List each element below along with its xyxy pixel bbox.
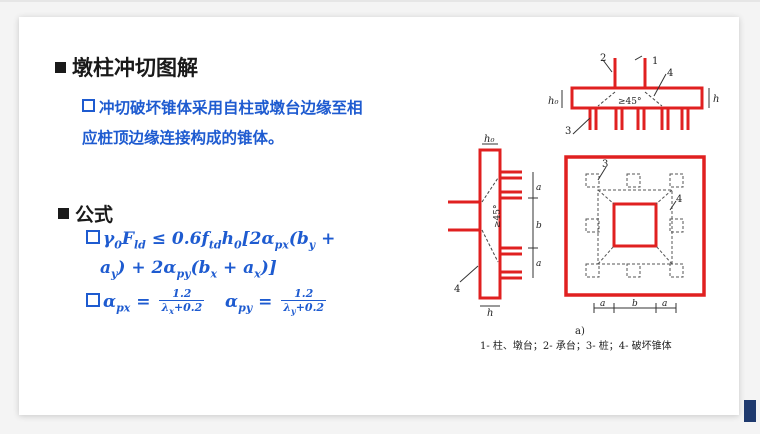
- description-line-1: 冲切破坏锥体采用自柱或墩台边缘至相: [99, 99, 363, 117]
- top-elevation-view: [570, 58, 704, 130]
- description-line-2: 应桩顶边缘连接构成的锥体。: [82, 129, 284, 147]
- top-dimension-lines: [561, 55, 710, 135]
- callout-4-top: 4: [667, 68, 673, 79]
- formula-1-line-1: γ0Fld ≤ 0.6ftdh0[2αpx(by +: [86, 229, 335, 251]
- dim-h-side: h: [487, 308, 493, 319]
- slide-title: 墩柱冲切图解: [72, 56, 198, 80]
- callout-3-plan: 3: [602, 159, 608, 170]
- dim-ax-1: a: [600, 299, 605, 309]
- formula-1-line-2-text: ay) + 2αpy(bx + ax)]: [100, 258, 277, 281]
- formula-heading: 公式: [75, 204, 114, 226]
- dim-ax-2: a: [662, 299, 667, 309]
- slide-title-row: 墩柱冲切图解: [55, 52, 198, 82]
- side-section-view: [448, 148, 522, 300]
- hollow-square-bullet-icon: [86, 293, 100, 308]
- hollow-square-bullet-icon: [86, 230, 100, 244]
- square-bullet-icon: [58, 208, 69, 219]
- formula-1-line-1-text: γ0Fld ≤ 0.6ftdh0[2αpx(by +: [103, 229, 336, 252]
- dim-by: b: [536, 221, 542, 231]
- figure-caption: 1- 柱、墩台；2- 承台；3- 桩；4- 破坏锥体: [480, 339, 672, 352]
- callout-3-top: 3: [565, 126, 571, 137]
- top-divider: [0, 0, 760, 2]
- angle-label-side: ≥45°: [493, 205, 503, 229]
- callout-1-top: 1: [652, 56, 658, 67]
- callout-4-plan: 4: [676, 194, 682, 205]
- callout-2-top: 2: [600, 53, 606, 64]
- side-dimension-lines: [459, 143, 538, 307]
- top-failure-cone-lines: [597, 91, 663, 107]
- description-line-1-row: 冲切破坏锥体采用自柱或墩台边缘至相: [82, 96, 363, 118]
- punching-shear-diagram: h₀ h 2 1 4 3 ≥45° h₀ h: [448, 53, 719, 352]
- dim-ay-1: a: [536, 183, 541, 193]
- dim-h0-top: h₀: [548, 96, 558, 107]
- plan-view: a b a 3 4: [564, 155, 706, 313]
- dim-bx: b: [632, 299, 638, 309]
- dim-h0-side: h₀: [484, 134, 494, 145]
- formula-1-line-2: ay) + 2αpy(bx + ax)]: [100, 258, 277, 280]
- side-failure-cone-lines: [481, 177, 499, 263]
- figure-label-a: a): [575, 326, 585, 337]
- dim-h-top: h: [713, 94, 719, 105]
- callout-4-side: 4: [454, 284, 460, 295]
- content-panel: [19, 17, 739, 415]
- square-bullet-icon: [55, 62, 66, 73]
- dim-ay-2: a: [536, 259, 541, 269]
- angle-label-top: ≥45°: [618, 97, 642, 107]
- corner-accent-bar: [744, 400, 756, 422]
- formula-heading-row: 公式: [58, 200, 113, 227]
- hollow-square-bullet-icon: [82, 99, 95, 112]
